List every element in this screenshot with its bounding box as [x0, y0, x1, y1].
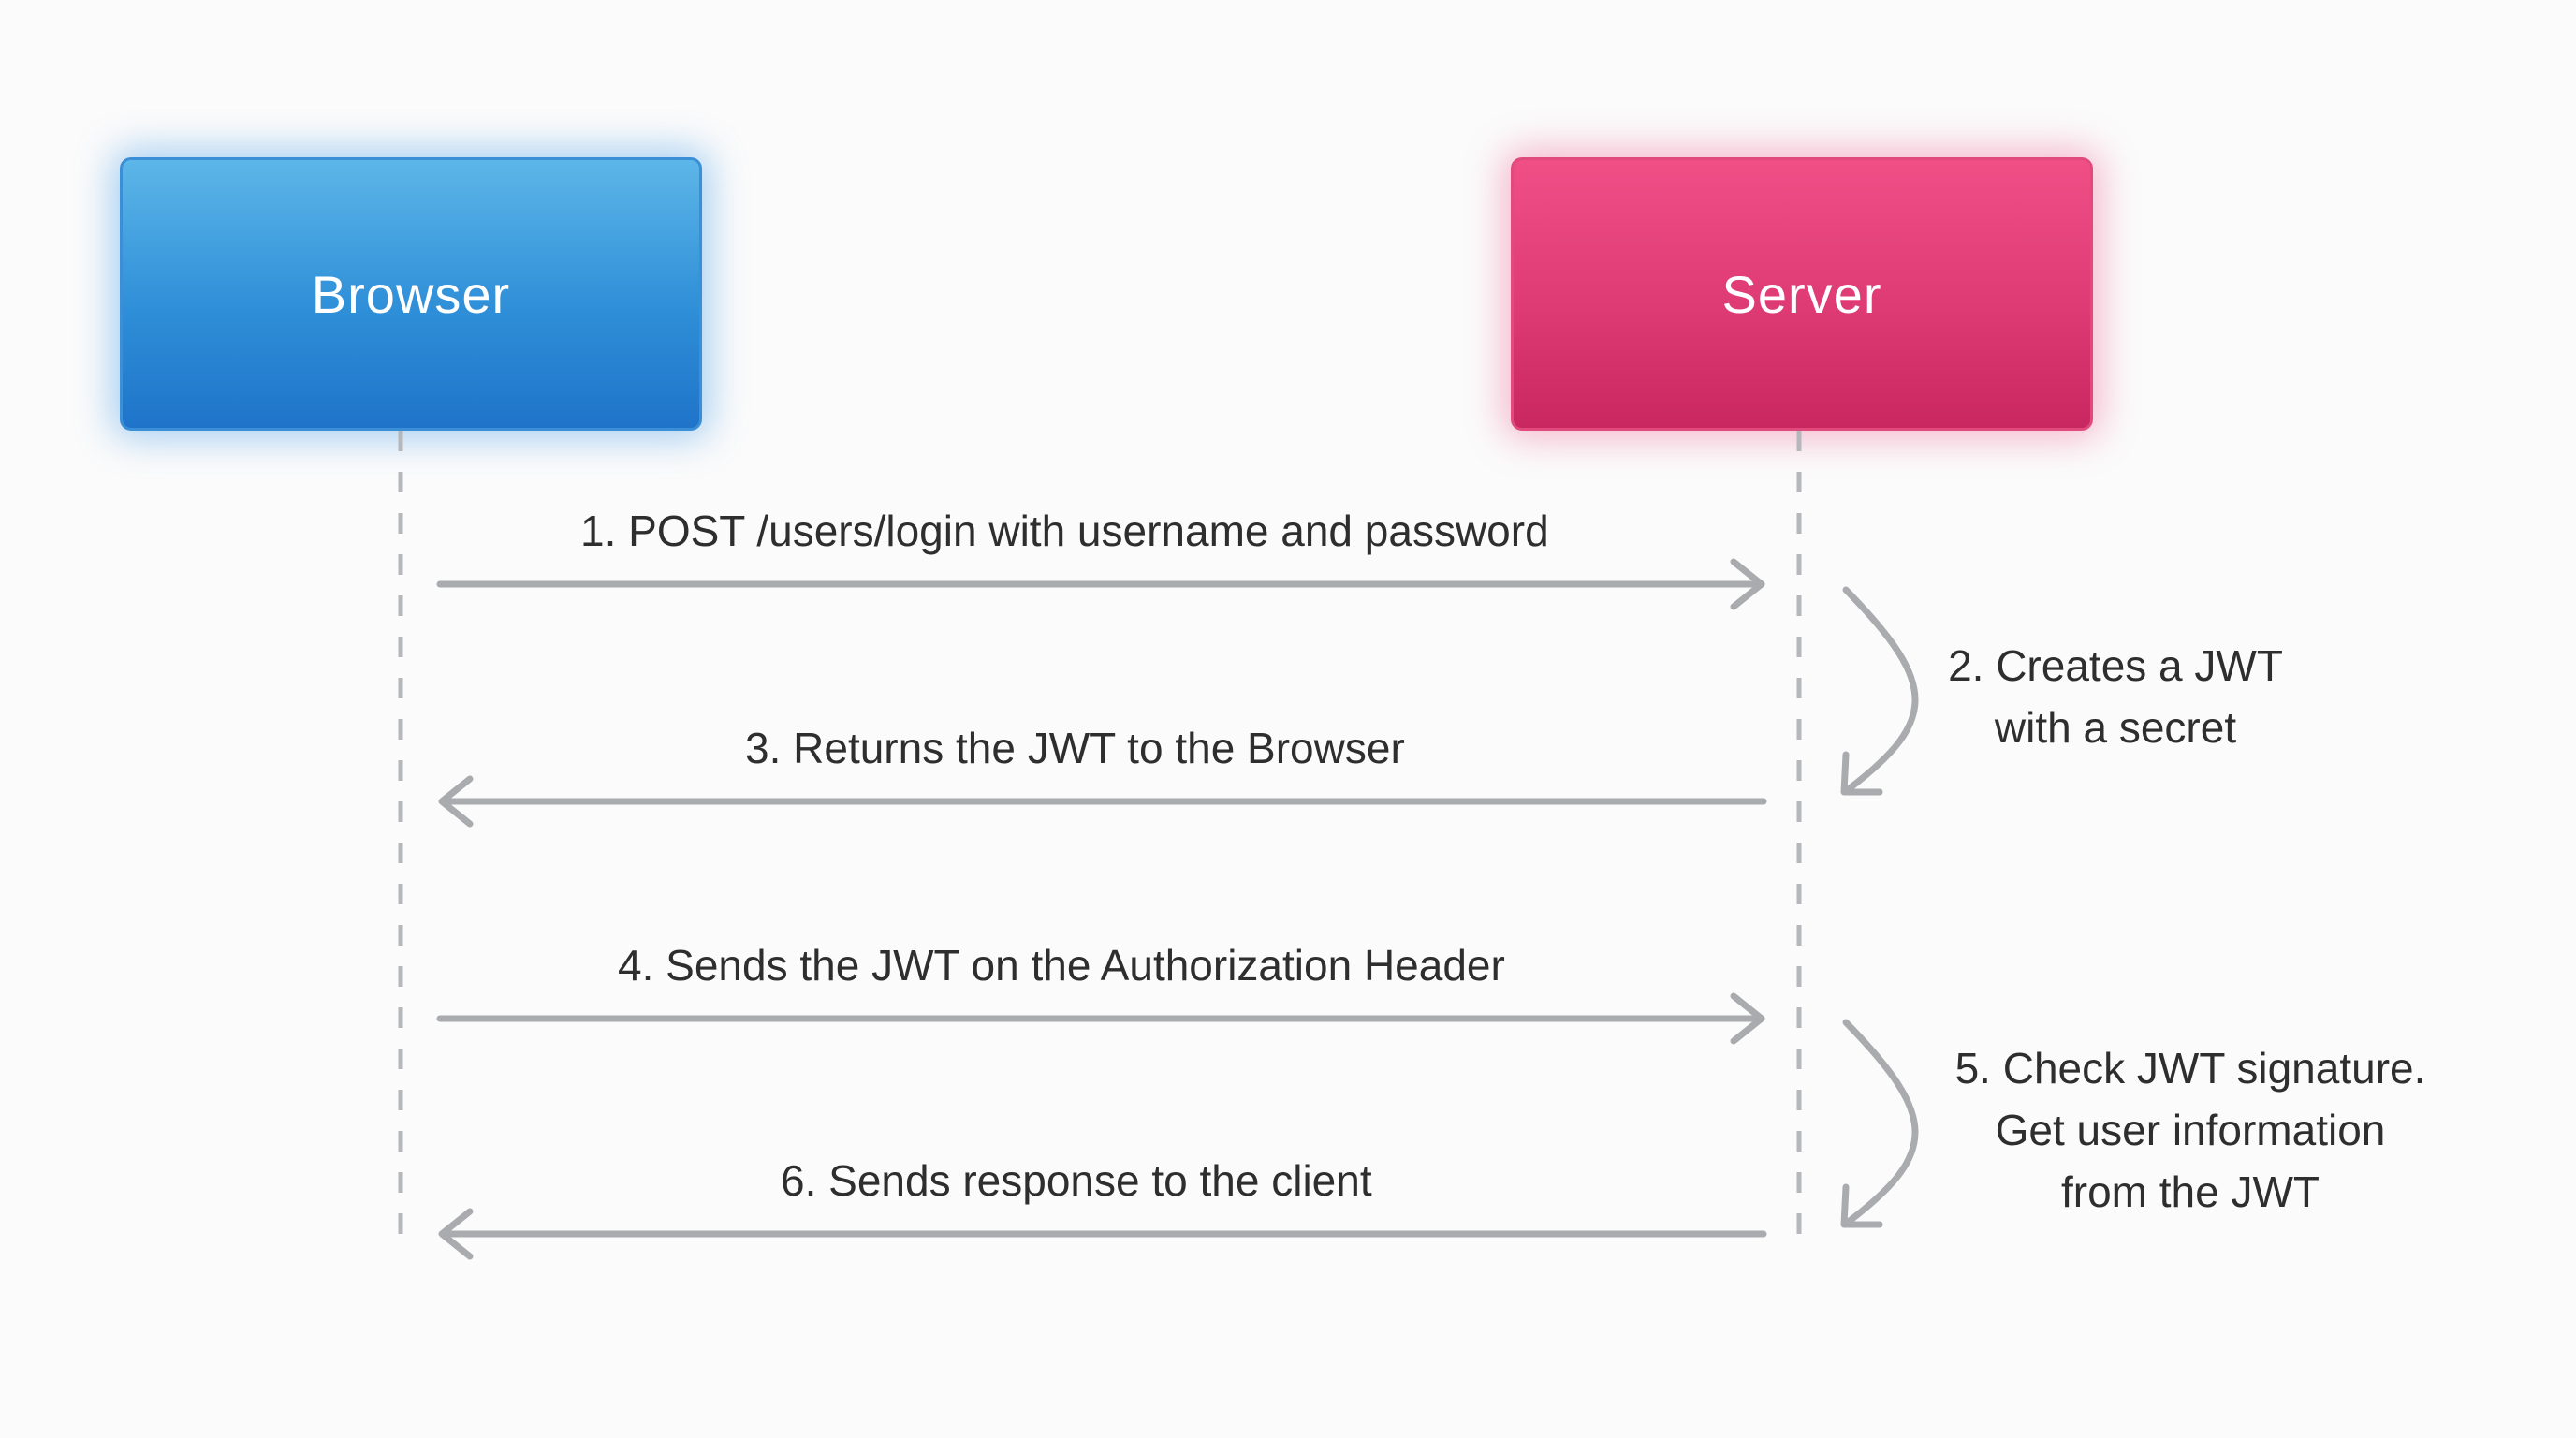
note-step-5: 5. Check JWT signature. Get user informa… [1928, 1037, 2452, 1223]
server-actor-box: Server [1511, 157, 2093, 431]
message-4-label: 4. Sends the JWT on the Authorization He… [618, 941, 1505, 990]
note-step-2-line-2: with a secret [1994, 703, 2237, 752]
note-step-2-line-1: 2. Creates a JWT [1948, 641, 2283, 690]
message-1-label: 1. POST /users/login with username and p… [580, 506, 1549, 555]
message-3-label: 3. Returns the JWT to the Browser [745, 724, 1405, 772]
message-6-label: 6. Sends response to the client [781, 1156, 1372, 1205]
server-self-arrow-step-2 [1840, 586, 1919, 796]
browser-actor-box: Browser [120, 157, 702, 431]
message-1-arrow [436, 558, 1765, 610]
server-actor-label: Server [1721, 264, 1882, 324]
message-6-arrow [438, 1208, 1767, 1260]
browser-actor-label: Browser [311, 264, 511, 324]
message-3-arrow [438, 775, 1767, 828]
note-step-5-line-3: from the JWT [2060, 1167, 2320, 1216]
note-step-2: 2. Creates a JWT with a secret [1928, 635, 2303, 758]
message-4-arrow [436, 992, 1765, 1045]
note-step-5-line-1: 5. Check JWT signature. [1954, 1044, 2426, 1093]
server-self-arrow-step-5 [1840, 1019, 1919, 1228]
note-step-5-line-2: Get user information [1995, 1106, 2386, 1154]
